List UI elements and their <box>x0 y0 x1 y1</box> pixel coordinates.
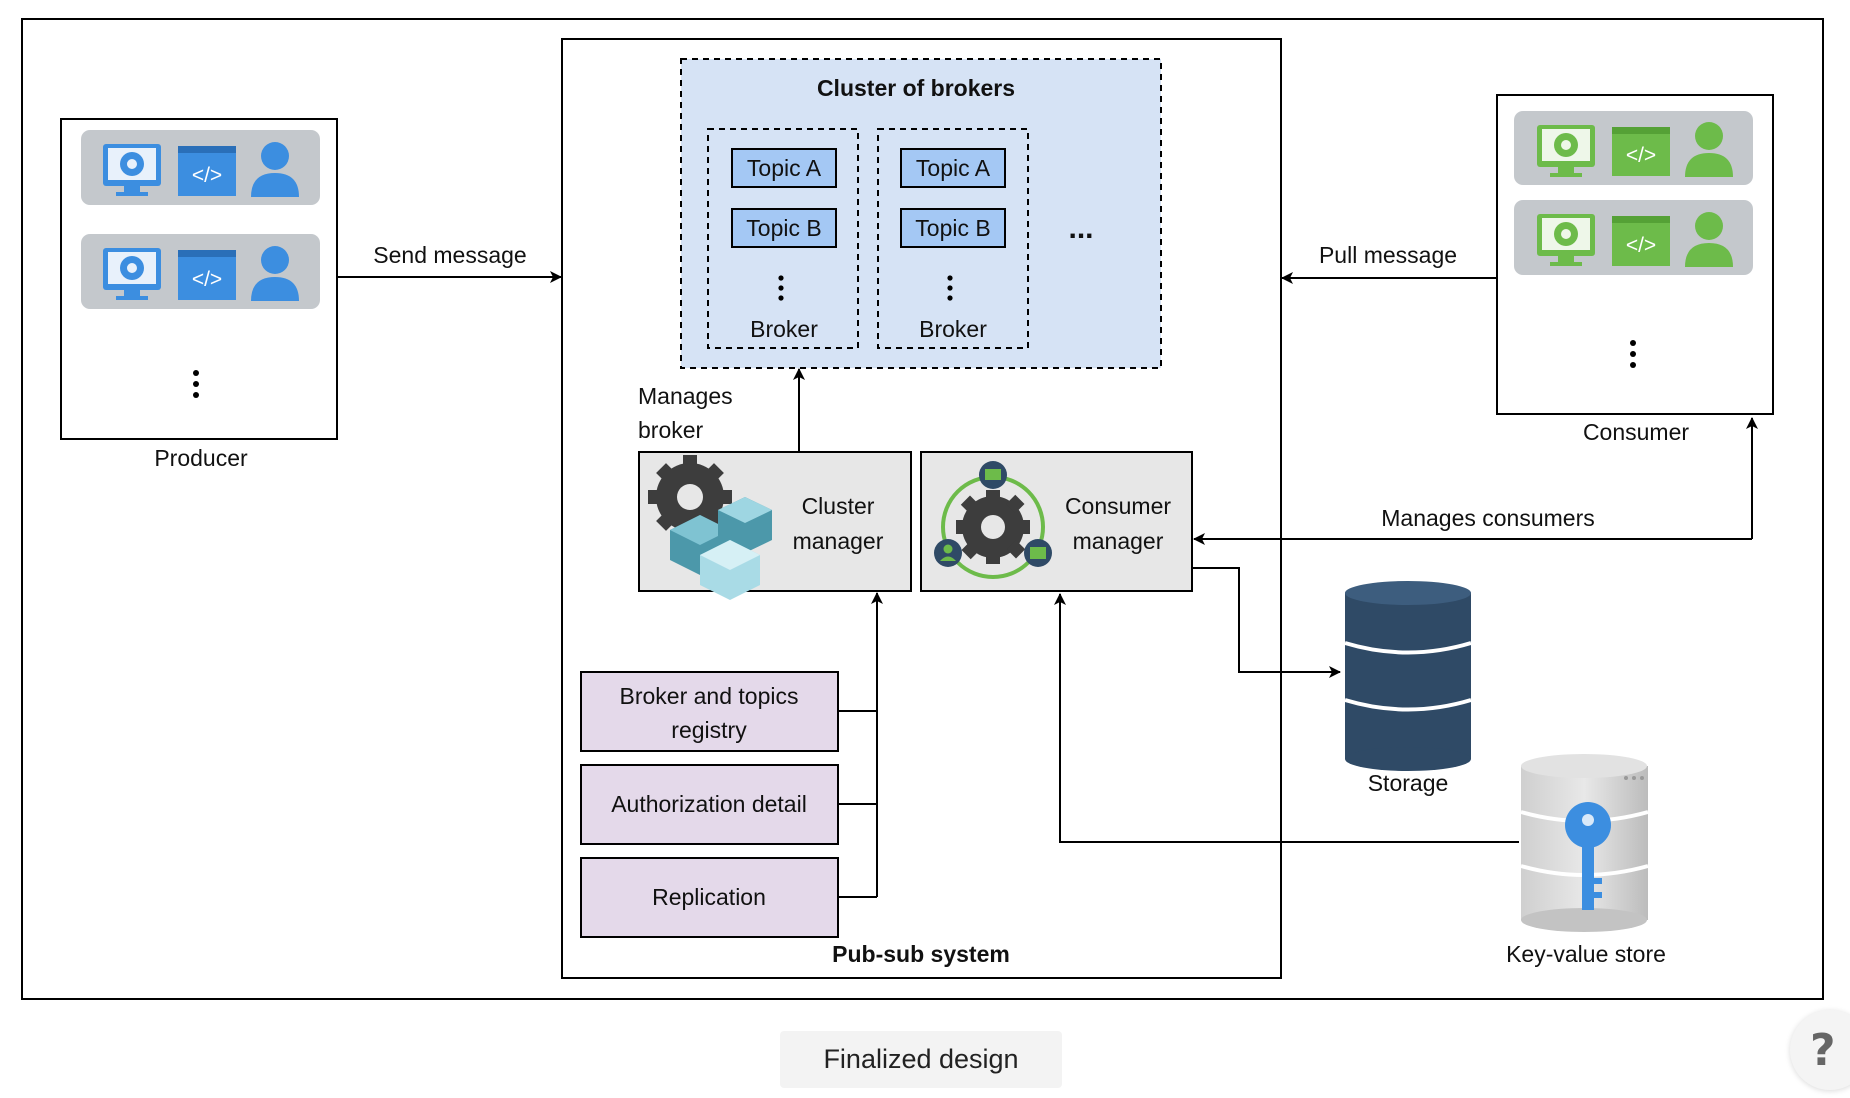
topic-b-box <box>900 208 1006 248</box>
consumer: </> </> <box>1496 94 1774 445</box>
storage-database-icon <box>1344 581 1472 771</box>
consumer-manager-line2: manager <box>1073 528 1164 554</box>
manages-consumers-label: Manages consumers <box>1381 505 1595 531</box>
vertical-ellipsis-icon <box>778 275 784 301</box>
figure-caption: Finalized design <box>780 1031 1062 1088</box>
monitor-gear-icon <box>103 144 161 196</box>
manages-broker-line1: Manages <box>638 383 733 409</box>
pubsub-system-title: Pub-sub system <box>832 941 1010 967</box>
svg-text:</>: </> <box>1626 234 1656 257</box>
topic-a-box <box>900 148 1006 188</box>
broker-2: Topic A Topic B Broker <box>877 128 1029 349</box>
topic-a-label: Topic A <box>747 155 822 181</box>
topic-b-label: Topic B <box>915 215 990 241</box>
code-window-icon: </> <box>1612 216 1670 266</box>
svg-text:</>: </> <box>1626 144 1656 167</box>
broker-label: Broker <box>919 316 987 342</box>
registry-connectors <box>838 592 883 898</box>
code-window-icon: </> <box>1612 127 1670 176</box>
user-icon <box>251 246 299 301</box>
storage-label: Storage <box>1368 770 1449 796</box>
authorization-label: Authorization detail <box>611 791 807 817</box>
manages-broker-line2: broker <box>638 417 704 443</box>
producer-label: Producer <box>154 445 248 471</box>
replication: Replication <box>580 857 839 938</box>
cluster-manager: Cluster manager <box>638 451 912 600</box>
registry-line1: Broker and topics <box>620 683 799 709</box>
more-brokers-ellipsis: ... <box>1068 212 1093 245</box>
topic-b-label: Topic B <box>746 215 821 241</box>
question-mark-icon: ? <box>1810 1024 1836 1076</box>
kv-store-arrow <box>1054 593 1519 843</box>
vertical-ellipsis-icon <box>193 370 199 398</box>
topic-a-label: Topic A <box>916 155 991 181</box>
code-window-icon: </> <box>178 146 236 196</box>
vertical-ellipsis-icon <box>1630 340 1636 368</box>
consumer-manager: Consumer manager <box>920 451 1193 592</box>
pull-message-label: Pull message <box>1319 242 1457 268</box>
outer-frame <box>21 18 1824 1000</box>
monitor-gear-icon <box>1537 214 1595 266</box>
topic-b-box <box>731 208 837 248</box>
cluster-title: Cluster of brokers <box>817 75 1015 101</box>
code-window-icon: </> <box>178 250 236 300</box>
consumer-client-row: </> <box>1514 111 1753 185</box>
consumer-manager-line1: Consumer <box>1065 493 1171 519</box>
cluster-manager-line1: Cluster <box>802 493 875 519</box>
vertical-ellipsis-icon <box>947 275 953 301</box>
monitor-gear-icon <box>103 248 161 300</box>
diagram: Pub-sub system Cluster of brokers Topic … <box>21 18 1824 1000</box>
user-icon <box>251 142 299 197</box>
send-message-label: Send message <box>373 242 526 268</box>
monitor-gear-icon <box>1537 125 1595 177</box>
svg-text:</>: </> <box>192 164 222 187</box>
producer: </> </> <box>60 118 338 471</box>
consumer-client-row: </> <box>1514 200 1753 275</box>
cluster-manager-line2: manager <box>793 528 884 554</box>
replication-label: Replication <box>652 884 766 910</box>
producer-client-row: </> <box>81 130 320 205</box>
consumer-label: Consumer <box>1583 419 1689 445</box>
gear-cycle-icon <box>934 461 1052 579</box>
broker-label: Broker <box>750 316 818 342</box>
registry-line2: registry <box>671 717 747 743</box>
producer-client-row: </> <box>81 234 320 309</box>
topic-a-box <box>731 148 837 188</box>
key-value-store-icon <box>1520 754 1649 932</box>
user-icon <box>1685 122 1733 177</box>
kv-store-label: Key-value store <box>1506 941 1666 967</box>
user-icon <box>1685 212 1733 267</box>
storage-arrow <box>1192 567 1341 678</box>
gear-cubes-icon <box>648 455 772 600</box>
broker-topics-registry: Broker and topics registry <box>580 671 839 752</box>
broker-1: Topic A Topic B Broker <box>707 128 859 349</box>
svg-text:</>: </> <box>192 268 222 291</box>
help-button[interactable]: ? <box>1790 1010 1850 1090</box>
authorization-detail: Authorization detail <box>580 764 839 845</box>
